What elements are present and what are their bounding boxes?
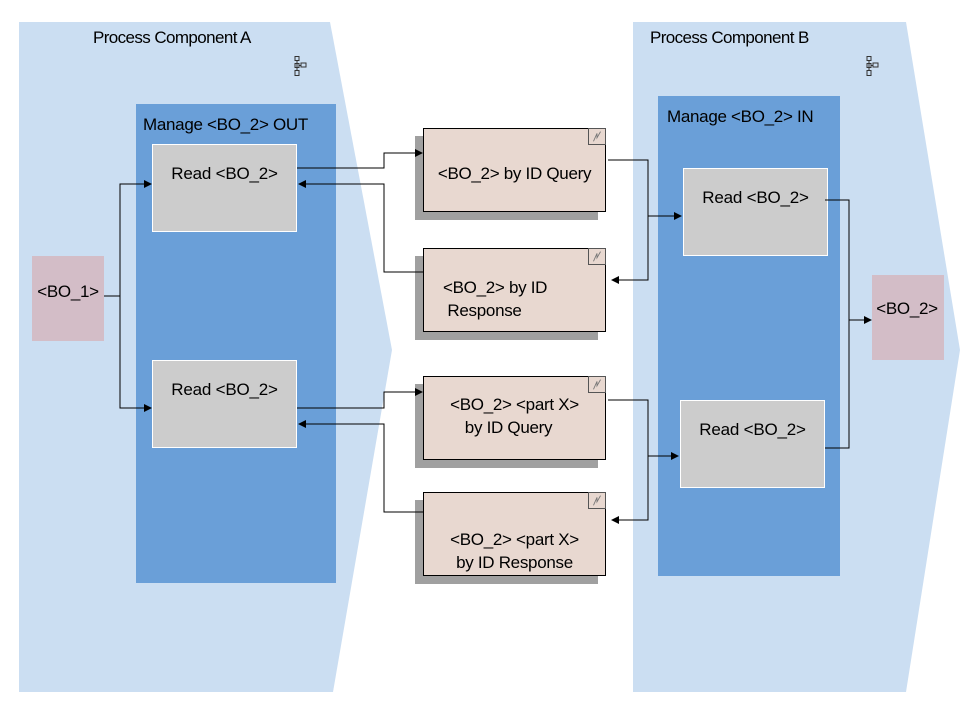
message-label-line2: by ID Response bbox=[456, 553, 573, 572]
message-icon bbox=[588, 376, 606, 393]
manage-out-title: Manage <BO_2> OUT bbox=[143, 115, 308, 134]
business-object-bo1[interactable]: <BO_1> bbox=[32, 256, 104, 341]
process-component-a-title: Process Component A bbox=[93, 28, 251, 47]
read-bo2-out-2[interactable]: Read <BO_2> bbox=[152, 360, 297, 448]
message-bo2-partx-query[interactable]: <BO_2> <part X> by ID Query bbox=[415, 376, 606, 468]
process-component-b-title: Process Component B bbox=[650, 28, 809, 47]
read-label: Read <BO_2> bbox=[171, 380, 278, 399]
read-label: Read <BO_2> bbox=[702, 188, 809, 207]
message-label-line2: by ID Query bbox=[464, 418, 553, 437]
message-icon bbox=[588, 248, 606, 265]
message-label-line2: Response bbox=[443, 301, 522, 320]
message-label-line1: <BO_2> <part X> bbox=[450, 395, 579, 414]
read-bo2-out-1[interactable]: Read <BO_2> bbox=[152, 144, 297, 232]
message-label: <BO_2> by ID Query bbox=[437, 164, 592, 183]
read-bo2-in-1[interactable]: Read <BO_2> bbox=[683, 168, 828, 256]
structure-icon bbox=[294, 56, 307, 76]
message-icon bbox=[588, 128, 606, 145]
read-label: Read <BO_2> bbox=[699, 420, 806, 439]
message-bo2-query[interactable]: <BO_2> by ID Query bbox=[415, 128, 606, 220]
business-object-bo2[interactable]: <BO_2> bbox=[872, 275, 944, 360]
bo1-label: <BO_1> bbox=[37, 282, 99, 301]
message-bo2-response[interactable]: <BO_2> by ID Response bbox=[415, 248, 606, 340]
read-label: Read <BO_2> bbox=[171, 164, 278, 183]
message-label-line1: <BO_2> by ID bbox=[443, 278, 548, 297]
read-bo2-in-2[interactable]: Read <BO_2> bbox=[680, 400, 825, 488]
manage-in-title: Manage <BO_2> IN bbox=[667, 107, 814, 126]
structure-icon bbox=[866, 56, 879, 76]
message-icon bbox=[588, 492, 606, 509]
bo2-label: <BO_2> bbox=[876, 299, 938, 318]
message-bo2-partx-response[interactable]: <BO_2> <part X> by ID Response bbox=[415, 492, 606, 584]
message-label-line1: <BO_2> <part X> bbox=[450, 530, 579, 549]
